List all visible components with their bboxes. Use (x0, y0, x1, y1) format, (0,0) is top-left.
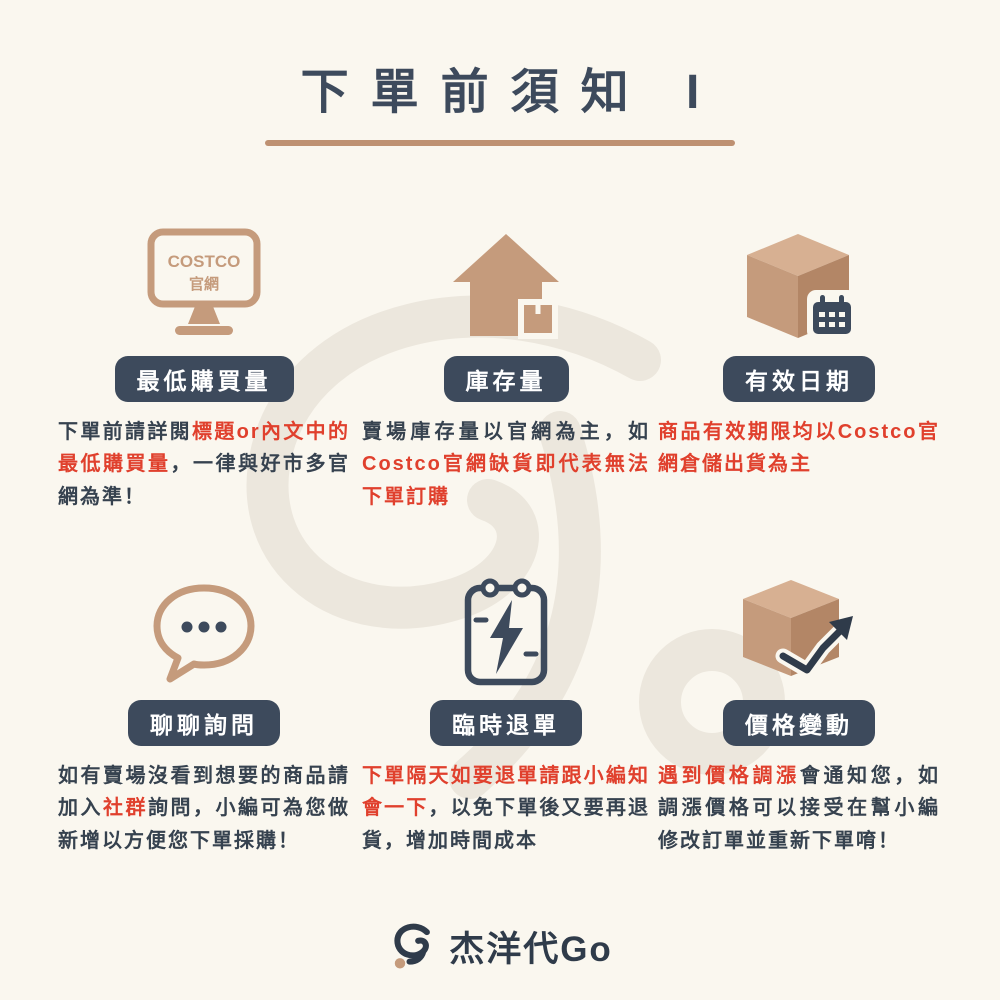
brand-logo-icon (394, 923, 431, 969)
section-chat: 聊聊詢問 如有賣場沒看到想要的商品請加入社群詢問，小編可為您做新增以方便您下單採… (58, 560, 350, 857)
page-title: 下單前須知 I (300, 66, 722, 119)
section-label-cancel: 臨時退單 (430, 700, 582, 746)
section-label-text: 臨時退單 (452, 712, 560, 738)
brand-footer: 杰洋代Go (0, 920, 1000, 972)
text-run-red: Costco官網缺貨即代表無法下單訂購 (362, 453, 650, 508)
box-trend-icon-svg (743, 580, 853, 678)
section-text-price: 遇到價格調漲會通知您，如調漲價格可以接受在幫小編修改訂單並重新下單唷！ (658, 760, 940, 857)
section-label-price: 價格變動 (723, 700, 875, 746)
text-run-dark: 詢問，小編可為您做新增以方便您下單採購！ (58, 797, 350, 852)
box-calendar-icon-svg (747, 234, 857, 340)
text-run-dark: 賣場庫存量以官網為主，如 (362, 421, 650, 443)
text-run-red: 標題or內文中的最低購買量 (58, 421, 350, 476)
section-label-text: 有效日期 (745, 368, 853, 394)
monitor-screen-text-line2: 官網 (189, 275, 219, 293)
section-cancel: 臨時退單 下單隔天如要退單請跟小編知會一下，以免下單後又要再退貨，增加時間成本 (362, 560, 650, 857)
section-text-cancel: 下單隔天如要退單請跟小編知會一下，以免下單後又要再退貨，增加時間成本 (362, 760, 650, 857)
title-underline (265, 140, 735, 146)
section-price: 價格變動 遇到價格調漲會通知您，如調漲價格可以接受在幫小編修改訂單並重新下單唷！ (658, 560, 940, 857)
section-label-chat: 聊聊詢問 (128, 700, 280, 746)
box-calendar-icon (741, 198, 857, 344)
text-run-dark: 會通知您，如調漲價格可以接受在幫小編修改訂單並重新下單唷！ (658, 765, 941, 852)
section-label-text: 最低購買量 (136, 368, 272, 394)
text-run-dark: 如有賣場沒看到想要的商品請加入 (58, 765, 350, 820)
text-run-dark: ，以免下單後又要再退貨，增加時間成本 (362, 797, 650, 852)
chat-bubble-icon-svg (153, 584, 255, 683)
text-run-dark: 下單前請詳閱 (58, 421, 192, 443)
section-text-chat: 如有賣場沒看到想要的商品請加入社群詢問，小編可為您做新增以方便您下單採購！ (58, 760, 350, 857)
text-run-red: 商品有效期限均以Costco官網倉儲出貨為主 (658, 421, 940, 476)
brand-name: 杰洋代Go (449, 929, 613, 969)
section-label-stock: 庫存量 (443, 356, 569, 402)
chat-bubble-icon (148, 560, 260, 688)
clipboard-lightning-icon-svg (464, 578, 548, 686)
header: 下單前須知 I (0, 52, 1000, 146)
costco-monitor-icon-svg: COSTCO 官網 (147, 228, 261, 335)
section-text-expiry: 商品有效期限均以Costco官網倉儲出貨為主 (658, 416, 940, 481)
monitor-screen-text-line1: COSTCO (168, 252, 241, 271)
costco-monitor-icon: COSTCO 官網 (141, 198, 267, 344)
section-expiry: 有效日期 商品有效期限均以Costco官網倉儲出貨為主 (658, 198, 940, 481)
clipboard-lightning-icon (459, 560, 553, 688)
section-text-min-purchase: 下單前請詳閱標題or內文中的最低購買量，一律與好市多官網為準！ (58, 416, 350, 513)
section-label-text: 聊聊詢問 (150, 712, 258, 738)
house-stock-icon-svg (453, 234, 559, 339)
section-label-text: 價格變動 (745, 712, 853, 738)
section-min-purchase: COSTCO 官網 最低購買量 下單前請詳閱標題or內文中的最低購買量，一律與好… (58, 198, 350, 513)
house-stock-icon (449, 198, 563, 344)
text-run-red: 遇到價格調漲 (658, 765, 800, 787)
text-run-red: 下單隔天如要退單請跟小編知會一下 (362, 765, 650, 820)
section-label-min-purchase: 最低購買量 (114, 356, 294, 402)
section-label-text: 庫存量 (465, 368, 547, 394)
text-run-red: 社群 (103, 797, 148, 820)
text-run-dark: ，一律與好市多官網為準！ (58, 453, 350, 508)
box-trend-icon (739, 560, 859, 688)
section-text-stock: 賣場庫存量以官網為主，如 Costco官網缺貨即代表無法下單訂購 (362, 416, 650, 513)
section-stock: 庫存量 賣場庫存量以官網為主，如 Costco官網缺貨即代表無法下單訂購 (362, 198, 650, 513)
section-label-expiry: 有效日期 (723, 356, 875, 402)
